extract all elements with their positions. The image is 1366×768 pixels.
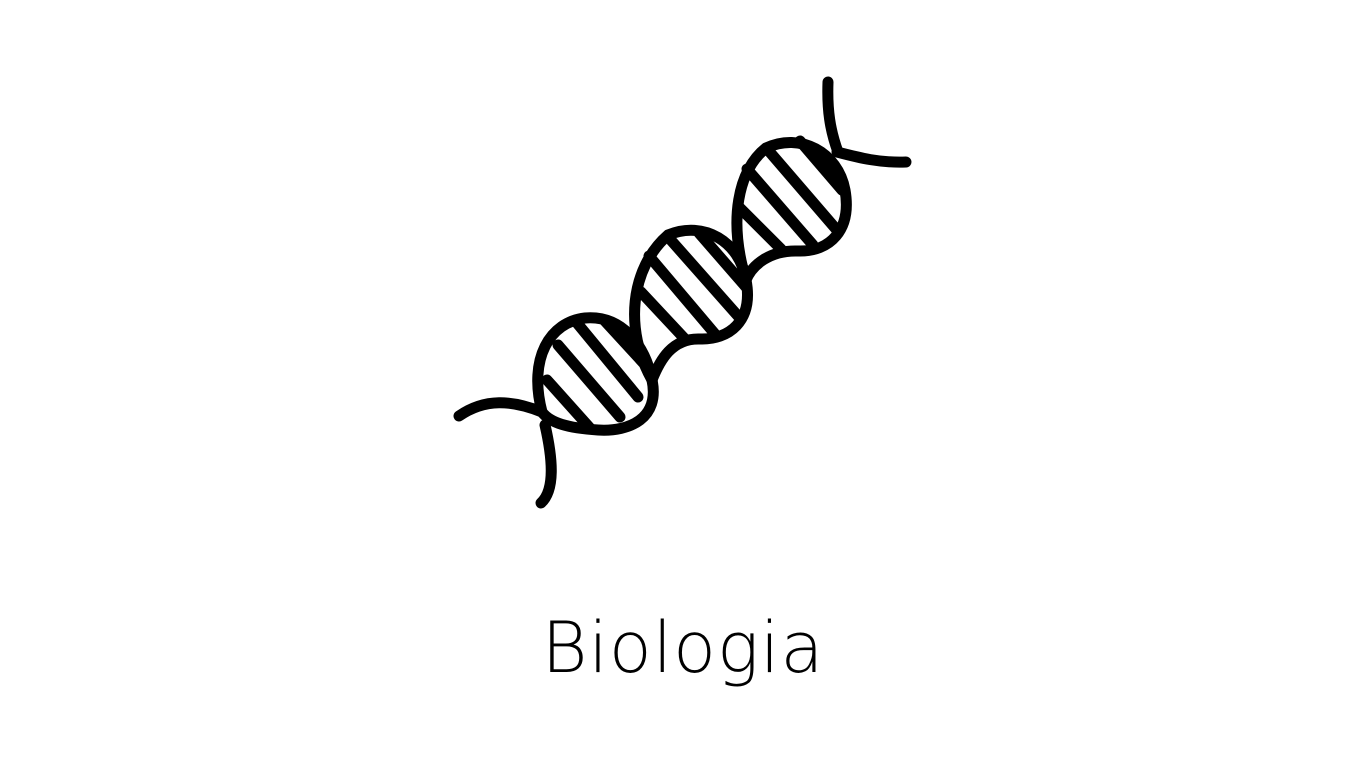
- slide-title: Biologia: [541, 607, 825, 689]
- dna-helix-icon: [453, 76, 912, 509]
